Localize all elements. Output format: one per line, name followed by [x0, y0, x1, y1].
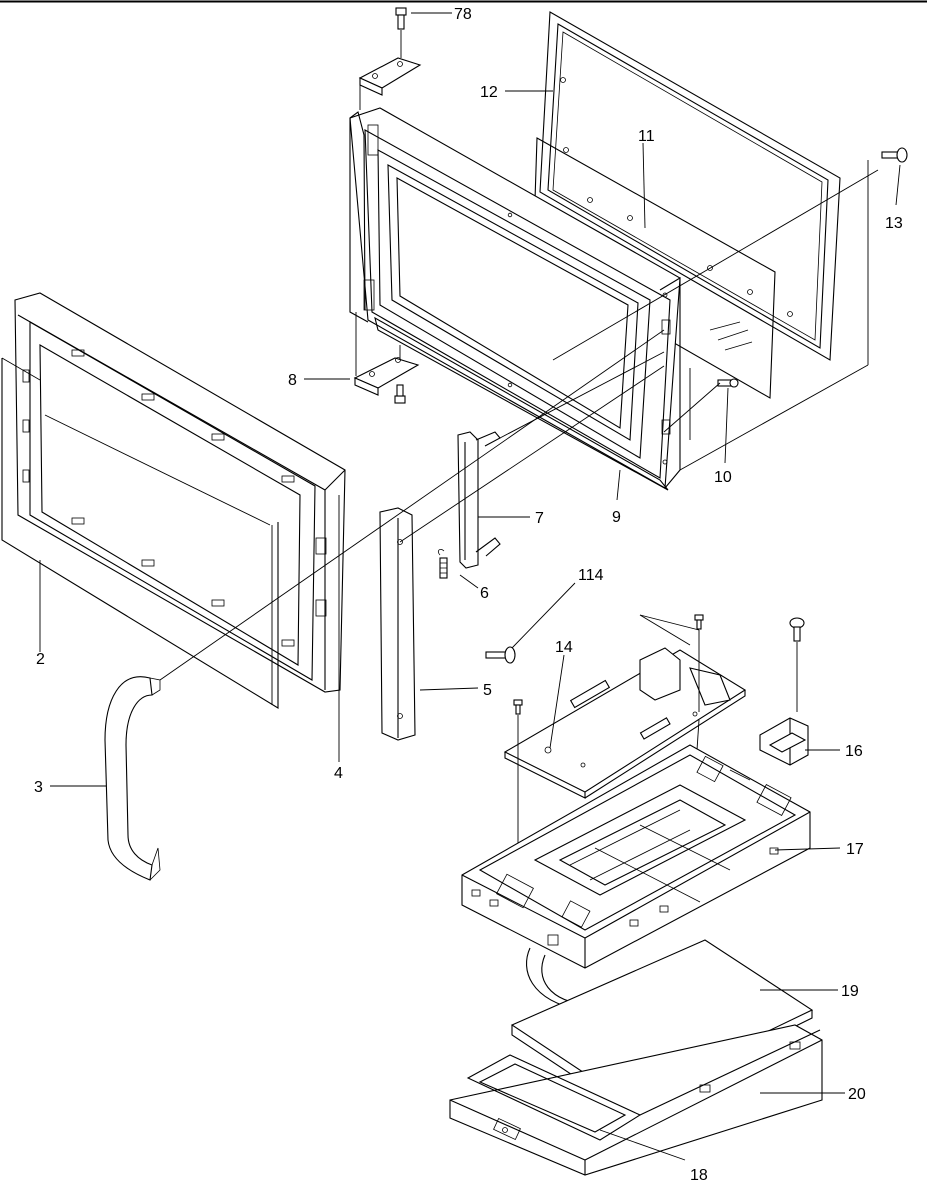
label-12: 12 — [480, 84, 498, 101]
label-14: 14 — [555, 639, 573, 656]
top-hinge-bracket — [358, 30, 422, 110]
label-9: 9 — [612, 509, 621, 526]
part-6-spring — [437, 548, 448, 579]
part-5-latch-bar — [379, 507, 416, 741]
label-20: 20 — [848, 1086, 866, 1103]
label-114: 114 — [578, 567, 604, 584]
assembly-leaders — [44, 160, 879, 781]
callout-labels: 78 12 11 13 8 10 9 7 6 114 14 5 16 17 19… — [34, 6, 903, 1184]
label-10: 10 — [714, 469, 732, 486]
part-2-front-panel — [1, 357, 279, 709]
label-4: 4 — [334, 765, 343, 782]
part-10-pin — [717, 378, 739, 388]
part-16-switch — [759, 617, 809, 766]
part-20-panel-frame — [449, 1024, 823, 1176]
part-78-screw — [395, 7, 407, 30]
label-6: 6 — [480, 585, 489, 602]
label-2: 2 — [36, 651, 45, 668]
part-8-bottom-hinge — [353, 312, 420, 404]
part-14-circuit-board — [503, 647, 747, 799]
label-13: 13 — [885, 215, 903, 232]
callout-leaders — [39, 12, 901, 1161]
label-18: 18 — [690, 1167, 708, 1184]
label-8: 8 — [288, 372, 297, 389]
part-114-screw — [485, 646, 516, 664]
label-3: 3 — [34, 779, 43, 796]
label-19: 19 — [841, 983, 859, 1000]
part-17-control-housing — [461, 744, 811, 969]
label-11: 11 — [638, 128, 655, 145]
part-12-gasket-frame — [539, 11, 841, 361]
label-7: 7 — [535, 510, 544, 527]
label-16: 16 — [845, 743, 863, 760]
label-5: 5 — [483, 682, 492, 699]
part-13-screw — [881, 147, 908, 163]
label-78: 78 — [454, 6, 472, 23]
part-9-door-chassis — [349, 107, 681, 491]
part-4-outer-frame — [14, 292, 346, 693]
part-7-door-hook — [457, 431, 501, 569]
part-3-handle — [104, 676, 161, 881]
label-17: 17 — [846, 841, 864, 858]
